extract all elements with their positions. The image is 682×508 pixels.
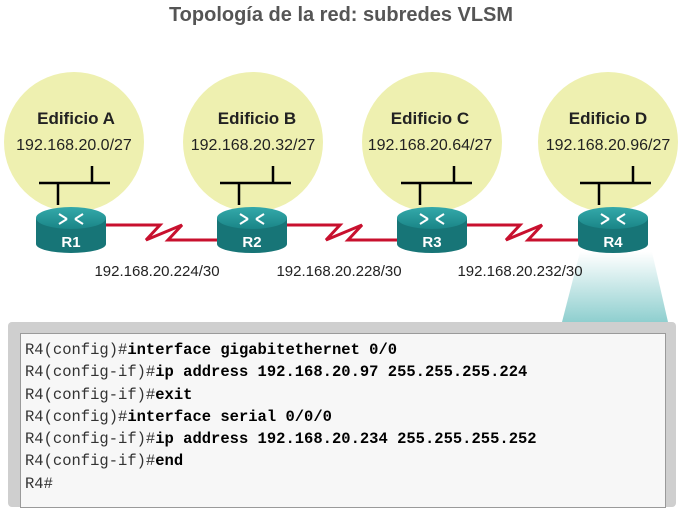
building-a-network: 192.168.20.0/27 [16,137,132,154]
building-c-network: 192.168.20.64/27 [368,137,493,154]
building-c-name: Edificio C [391,109,469,128]
router-r1: R1 [36,207,106,253]
serial-subnet-r1-r2: 192.168.20.224/30 [94,263,219,280]
building-d-network: 192.168.20.96/27 [546,137,671,154]
building-b-name: Edificio B [218,109,296,128]
lan-bus-c [401,166,472,205]
building-d-name: Edificio D [569,109,647,128]
serial-link-r3-r4 [466,223,578,242]
building-b-network: 192.168.20.32/27 [191,137,316,154]
router-r1-arrows-icon [58,213,84,225]
lan-bus-b [220,166,291,205]
cli-line: R4# [25,474,53,493]
building-circle-b [183,72,323,212]
cli-line: R4(config)#interface gigabitethernet 0/0 [25,341,398,359]
building-a-name: Edificio A [37,109,115,128]
router-r4-label: R4 [603,234,623,251]
cli-line: R4(config-if)#ip address 192.168.20.97 2… [25,363,528,382]
router-r2-arrows-icon [239,213,265,225]
lan-bus-a [39,166,110,205]
cli-line: R4(config-if)#exit [25,385,193,404]
router-r3: R3 [397,207,467,253]
building-circle-a [4,72,144,212]
cli-line: R4(config-if)#ip address 192.168.20.234 … [25,430,537,449]
cli-callout [562,252,668,322]
router-r1-label: R1 [61,234,80,251]
router-r2: R2 [217,207,287,253]
building-circle-d [538,72,678,212]
diagram-title: Topología de la red: subredes VLSM [168,4,514,26]
serial-link-r2-r3 [286,223,398,242]
building-circle-c [362,72,502,212]
cli-line: R4(config-if)#end [25,452,184,471]
router-r4: R4 [578,207,648,253]
serial-subnet-r3-r4: 192.168.20.232/30 [457,263,582,280]
router-r3-arrows-icon [419,213,445,225]
router-r2-label: R2 [242,234,261,251]
cli-console: R4(config)#interface gigabitethernet 0/0… [20,333,666,508]
serial-subnet-r2-r3: 192.168.20.228/30 [276,263,401,280]
cli-line: R4(config)#interface serial 0/0/0 [25,407,332,426]
router-r3-label: R3 [422,234,441,251]
serial-link-r1-r2 [104,223,218,242]
router-r4-arrows-icon [600,213,626,225]
lan-bus-d [580,166,651,205]
